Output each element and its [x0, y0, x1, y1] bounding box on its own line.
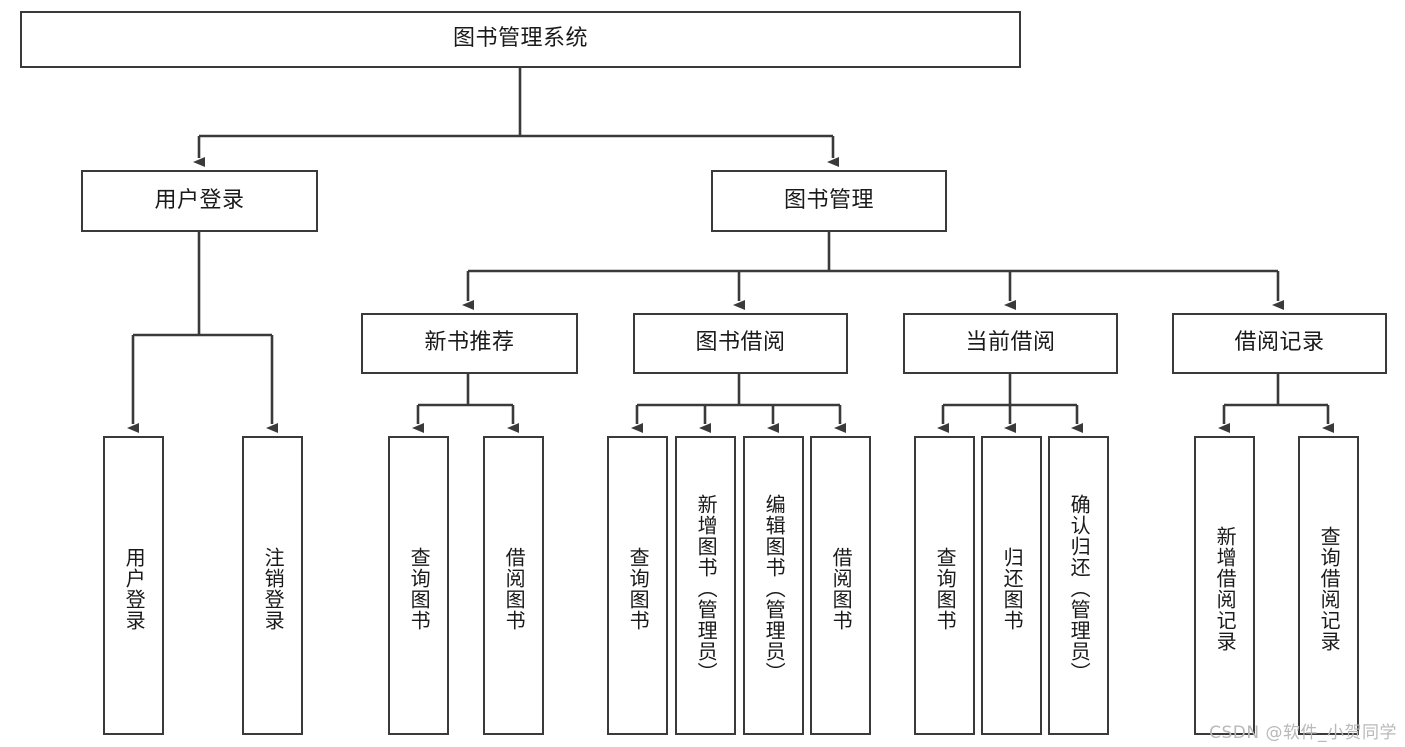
node-cur-confirm-return-label: 确认归还（管理员）	[1067, 494, 1092, 683]
node-rec-query-book[interactable]: 查询图书	[388, 436, 449, 735]
node-user-login[interactable]: 用户登录	[81, 170, 318, 232]
watermark: CSDN @软件_小贺同学	[1209, 723, 1397, 743]
node-borrow-query-book[interactable]: 查询图书	[607, 436, 668, 735]
node-cur-query-book[interactable]: 查询图书	[914, 436, 975, 735]
node-book-borrow-label: 图书借阅	[695, 330, 786, 356]
node-borrow-add-book-label: 新增图书（管理员）	[694, 494, 719, 683]
node-new-book-rec[interactable]: 新书推荐	[361, 313, 578, 374]
node-borrow-query-book-label: 查询图书	[626, 546, 651, 631]
node-rec-query-record-label: 查询借阅记录	[1317, 525, 1342, 652]
node-logout-do[interactable]: 注销登录	[242, 436, 303, 735]
node-borrow-add-book[interactable]: 新增图书（管理员）	[675, 436, 736, 735]
node-rec-add-record[interactable]: 新增借阅记录	[1194, 436, 1255, 735]
node-cur-return-book-label: 归还图书	[1000, 546, 1025, 631]
node-borrow-borrow-book-label: 借阅图书	[829, 546, 854, 631]
node-borrow-record[interactable]: 借阅记录	[1172, 313, 1387, 374]
node-logout-do-label: 注销登录	[261, 546, 286, 631]
node-book-manage[interactable]: 图书管理	[711, 170, 947, 232]
node-rec-borrow-book[interactable]: 借阅图书	[483, 436, 544, 735]
node-rec-add-record-label: 新增借阅记录	[1213, 525, 1238, 652]
node-book-manage-label: 图书管理	[783, 187, 874, 213]
node-cur-query-book-label: 查询图书	[933, 546, 958, 631]
node-login-do[interactable]: 用户登录	[103, 436, 164, 735]
node-root-label: 图书管理系统	[452, 26, 588, 52]
node-rec-query-book-label: 查询图书	[407, 546, 432, 631]
node-user-login-label: 用户登录	[154, 187, 245, 213]
node-borrow-record-label: 借阅记录	[1234, 330, 1325, 356]
node-cur-confirm-return[interactable]: 确认归还（管理员）	[1048, 436, 1109, 735]
node-root[interactable]: 图书管理系统	[20, 11, 1021, 68]
node-login-do-label: 用户登录	[122, 546, 147, 631]
node-new-book-rec-label: 新书推荐	[424, 330, 515, 356]
node-borrow-edit-book-label: 编辑图书（管理员）	[762, 494, 787, 683]
node-rec-query-record[interactable]: 查询借阅记录	[1298, 436, 1359, 735]
node-current-borrow[interactable]: 当前借阅	[903, 313, 1118, 374]
node-current-borrow-label: 当前借阅	[965, 330, 1056, 356]
node-book-borrow[interactable]: 图书借阅	[633, 313, 848, 374]
node-cur-return-book[interactable]: 归还图书	[981, 436, 1042, 735]
node-borrow-edit-book[interactable]: 编辑图书（管理员）	[743, 436, 804, 735]
node-rec-borrow-book-label: 借阅图书	[502, 546, 527, 631]
node-borrow-borrow-book[interactable]: 借阅图书	[810, 436, 871, 735]
